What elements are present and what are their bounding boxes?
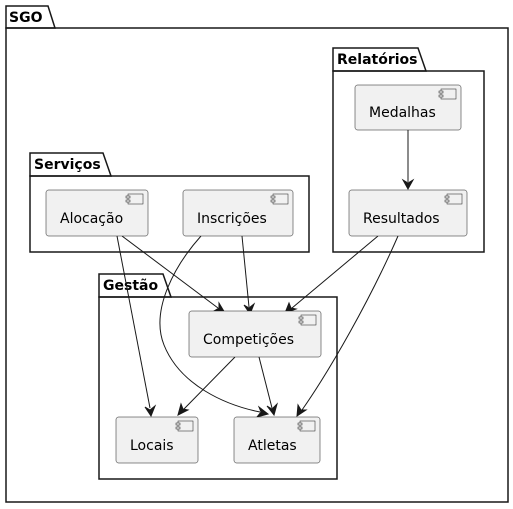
arrowhead-resultados-competicoes: [284, 301, 298, 314]
component-competicoes-label: Competições: [203, 332, 294, 348]
component-icon: [297, 420, 316, 432]
component-locais-label: Locais: [130, 438, 174, 454]
component-resultados-label: Resultados: [363, 211, 440, 227]
component-icon: [298, 314, 317, 326]
edge-alocacao-competicoes: [121, 235, 219, 309]
edge-resultados-competicoes: [291, 235, 379, 309]
edge-inscricoes-atletas: [159, 235, 261, 413]
arrowhead-medalhas-resultados: [401, 178, 415, 191]
package-gestao-label: Gestão: [103, 278, 158, 294]
package-sgo-label: SGO: [9, 10, 43, 26]
component-icon: [444, 193, 463, 205]
edge-resultados-atletas: [301, 235, 399, 411]
package-servicos: Serviços: [29, 152, 310, 253]
component-alocacao-label: Alocação: [60, 211, 123, 227]
component-inscricoes[interactable]: Inscrições: [182, 189, 294, 237]
component-icon: [438, 88, 457, 100]
arrowhead-alocacao-locais: [144, 404, 157, 418]
arrowhead-inscricoes-atletas: [255, 405, 270, 418]
arrowhead-competicoes-atletas: [266, 402, 278, 417]
component-icon: [125, 193, 144, 205]
arrowhead-resultados-atletas: [296, 403, 308, 417]
component-icon: [175, 420, 194, 432]
component-atletas[interactable]: Atletas: [233, 416, 321, 464]
component-locais[interactable]: Locais: [115, 416, 199, 464]
edge-competicoes-locais: [182, 356, 236, 411]
component-competicoes[interactable]: Competições: [188, 310, 322, 358]
component-medalhas-label: Medalhas: [369, 105, 436, 121]
package-servicos-label: Serviços: [34, 157, 101, 173]
arrowhead-competicoes-locais: [177, 402, 190, 416]
component-resultados[interactable]: Resultados: [348, 189, 468, 237]
package-relatorios: Relatórios: [332, 47, 485, 253]
edge-inscricoes-competicoes: [241, 235, 250, 308]
edges: [116, 130, 415, 418]
edge-competicoes-atletas: [258, 356, 273, 409]
package-relatorios-label: Relatórios: [337, 52, 418, 68]
package-gestao: Gestão: [98, 273, 338, 480]
edge-alocacao-locais: [116, 235, 151, 409]
component-alocacao[interactable]: Alocação: [45, 189, 149, 237]
arrowhead-inscricoes-competicoes: [243, 302, 256, 316]
component-inscricoes-label: Inscrições: [197, 211, 267, 227]
component-atletas-label: Atletas: [248, 438, 297, 454]
package-sgo: SGO: [5, 5, 509, 503]
component-medalhas[interactable]: Medalhas: [354, 84, 462, 131]
component-icon: [270, 193, 289, 205]
